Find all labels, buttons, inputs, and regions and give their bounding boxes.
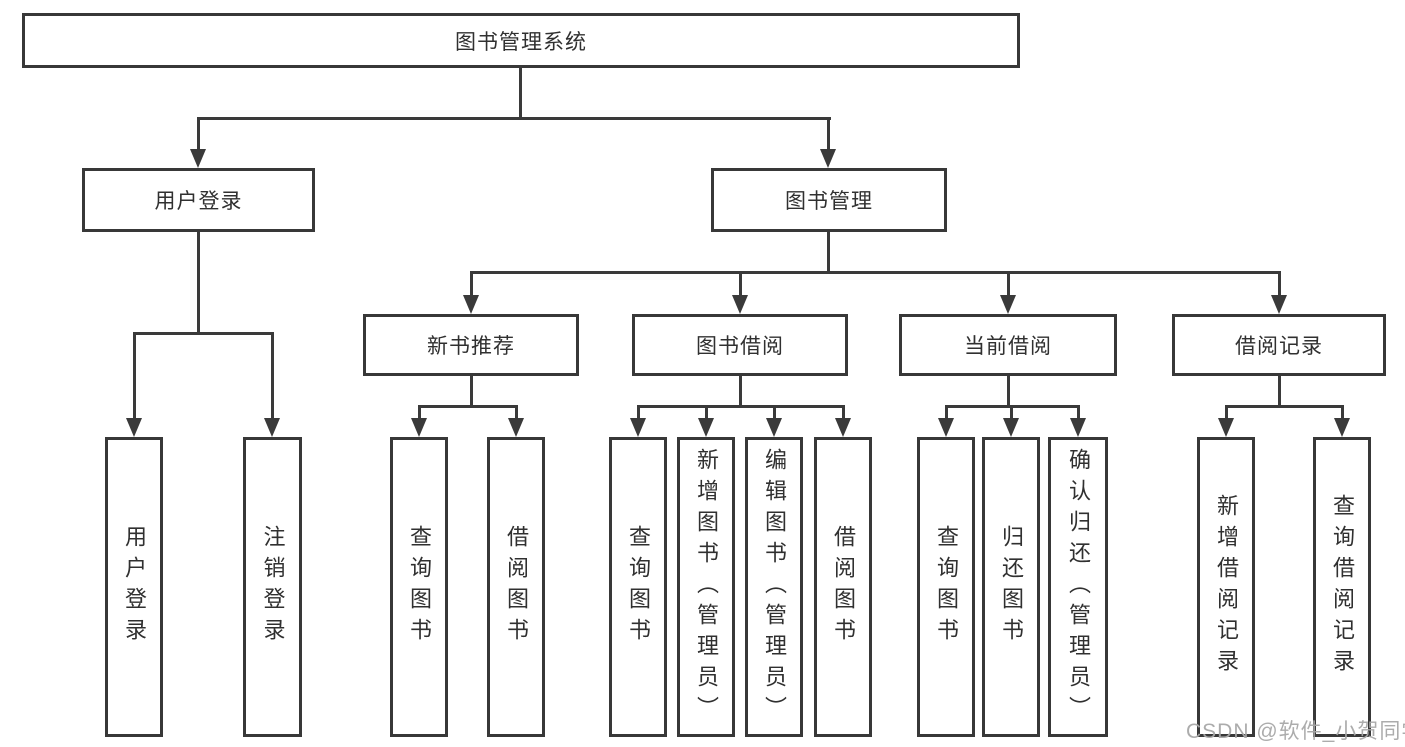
connector-line — [705, 405, 708, 420]
leaf-borrow-books-recommend: 借阅图书 — [487, 437, 545, 737]
leaf-add-book-admin: 新增图书（管理员） — [677, 437, 735, 737]
arrowhead-down-icon — [1271, 295, 1287, 314]
leaf-user-login: 用户登录 — [105, 437, 163, 737]
node-user-login: 用户登录 — [82, 168, 315, 232]
connector-line — [197, 117, 200, 151]
arrowhead-down-icon — [1334, 418, 1350, 437]
arrowhead-down-icon — [1000, 295, 1016, 314]
arrowhead-down-icon — [508, 418, 524, 437]
connector-line — [1278, 271, 1281, 297]
leaf-query-books-current: 查询图书 — [917, 437, 975, 737]
connector-line — [470, 271, 1281, 274]
connector-line — [197, 230, 200, 334]
connector-line — [197, 117, 831, 120]
node-library-management-system: 图书管理系统 — [22, 13, 1020, 68]
connector-line — [827, 230, 830, 274]
arrowhead-down-icon — [630, 418, 646, 437]
connector-line — [133, 332, 274, 335]
leaf-confirm-return-admin: 确认归还（管理员） — [1048, 437, 1108, 737]
leaf-query-books-borrowing: 查询图书 — [609, 437, 667, 737]
leaf-add-borrow-record: 新增借阅记录 — [1197, 437, 1255, 737]
leaf-logout: 注销登录 — [243, 437, 302, 737]
arrowhead-down-icon — [766, 418, 782, 437]
connector-line — [827, 117, 830, 151]
connector-line — [519, 66, 522, 119]
arrowhead-down-icon — [463, 295, 479, 314]
node-new-book-recommendation: 新书推荐 — [363, 314, 579, 376]
leaf-query-borrow-record: 查询借阅记录 — [1313, 437, 1371, 737]
connector-line — [637, 405, 640, 420]
connector-line — [1077, 405, 1080, 420]
connector-line — [637, 405, 845, 408]
connector-line — [418, 405, 421, 420]
arrowhead-down-icon — [1003, 418, 1019, 437]
connector-line — [470, 374, 473, 407]
connector-line — [1007, 374, 1010, 407]
watermark: CSDN @软件_小贺同学 — [1186, 720, 1405, 743]
node-current-borrowing: 当前借阅 — [899, 314, 1117, 376]
arrowhead-down-icon — [820, 149, 836, 168]
connector-line — [1007, 271, 1010, 297]
connector-line — [773, 405, 776, 420]
connector-line — [271, 332, 274, 420]
arrowhead-down-icon — [190, 149, 206, 168]
node-book-management: 图书管理 — [711, 168, 947, 232]
arrowhead-down-icon — [126, 418, 142, 437]
leaf-edit-book-admin: 编辑图书（管理员） — [745, 437, 803, 737]
arrowhead-down-icon — [698, 418, 714, 437]
connector-line — [739, 271, 742, 297]
leaf-query-books-recommend: 查询图书 — [390, 437, 448, 737]
arrowhead-down-icon — [264, 418, 280, 437]
node-book-borrowing: 图书借阅 — [632, 314, 848, 376]
connector-line — [945, 405, 948, 420]
connector-line — [739, 374, 742, 407]
arrowhead-down-icon — [732, 295, 748, 314]
node-borrowing-records: 借阅记录 — [1172, 314, 1386, 376]
connector-line — [418, 405, 518, 408]
arrowhead-down-icon — [1070, 418, 1086, 437]
connector-line — [1278, 374, 1281, 407]
connector-line — [470, 271, 473, 297]
connector-line — [842, 405, 845, 420]
leaf-return-book: 归还图书 — [982, 437, 1040, 737]
leaf-borrow-books-borrowing: 借阅图书 — [814, 437, 872, 737]
connector-line — [1341, 405, 1344, 420]
arrowhead-down-icon — [938, 418, 954, 437]
arrowhead-down-icon — [835, 418, 851, 437]
connector-line — [1225, 405, 1343, 408]
connector-line — [133, 332, 136, 420]
arrowhead-down-icon — [1218, 418, 1234, 437]
arrowhead-down-icon — [411, 418, 427, 437]
connector-line — [515, 405, 518, 420]
connector-line — [1225, 405, 1228, 420]
connector-line — [1010, 405, 1013, 420]
